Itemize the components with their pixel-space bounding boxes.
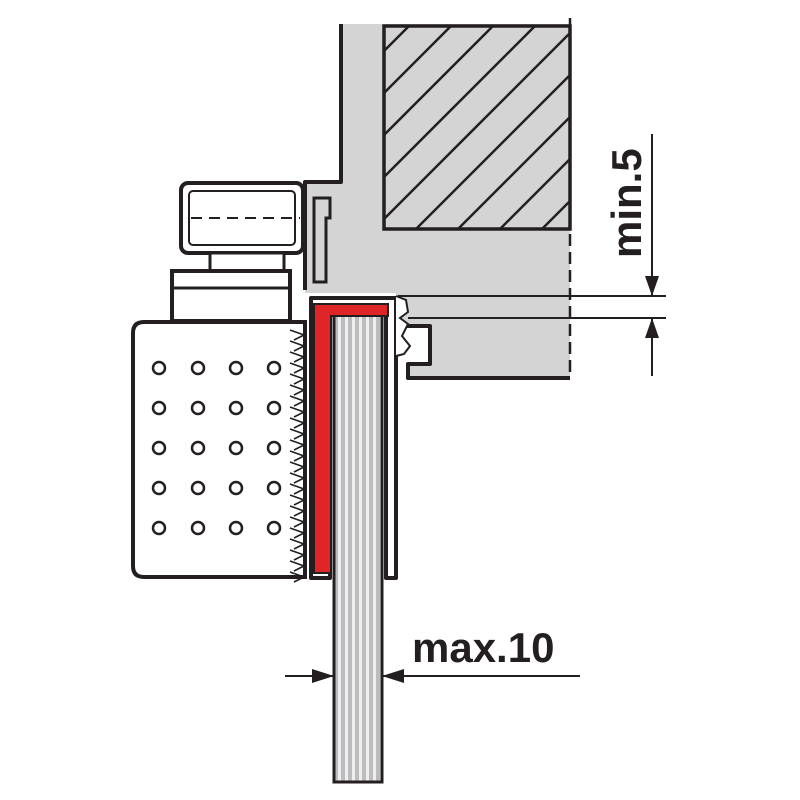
- gasket-tooth: [289, 549, 307, 561]
- arrow-left-icon: [382, 669, 404, 683]
- u-channel-profile: [309, 295, 412, 580]
- housing-hole: [228, 480, 244, 496]
- housing-hole: [266, 400, 282, 416]
- housing-hole: [151, 360, 167, 376]
- seal-lip: [395, 295, 412, 357]
- housing-hole: [151, 520, 167, 536]
- housing-hole: [266, 440, 282, 456]
- max-dimension-label: max.10: [412, 624, 554, 671]
- min-dimension-label: min.5: [603, 148, 650, 258]
- concrete-block-hatched: [382, 24, 572, 231]
- glass-stripe: [362, 312, 366, 782]
- housing-hole: [190, 480, 206, 496]
- gasket-tooth: [289, 472, 307, 484]
- gasket-tooth: [289, 461, 307, 473]
- glass-stripe: [369, 312, 373, 782]
- gasket-teeth: [289, 329, 307, 583]
- gasket-tooth: [289, 417, 307, 429]
- gasket-tooth: [289, 362, 307, 374]
- gasket-tooth: [289, 406, 307, 418]
- hatch-line: [384, 26, 452, 95]
- glass-panel: [332, 310, 384, 784]
- gasket-tooth: [289, 483, 307, 495]
- housing-hole: [228, 400, 244, 416]
- housing-hole: [266, 520, 282, 536]
- gasket-tooth: [289, 505, 307, 517]
- hatch-line: [499, 157, 570, 229]
- housing-hole: [228, 440, 244, 456]
- gasket-tooth: [289, 428, 307, 440]
- hatch-line: [384, 31, 570, 221]
- hatch-line: [415, 73, 570, 229]
- glass-stripe: [348, 312, 352, 782]
- gasket-tooth: [289, 340, 307, 352]
- gasket-tooth: [289, 439, 307, 451]
- arrow-up-icon: [645, 318, 659, 338]
- glass-stripe: [376, 312, 380, 782]
- housing-hole: [266, 480, 282, 496]
- gasket-tooth: [289, 494, 307, 506]
- glass-stripe: [355, 312, 359, 782]
- housing-hole: [228, 360, 244, 376]
- gasket-tooth: [289, 395, 307, 407]
- gasket-tooth: [289, 373, 307, 385]
- gasket-tooth: [289, 450, 307, 462]
- hatch-line: [384, 26, 494, 137]
- housing-hole: [228, 520, 244, 536]
- connector-bolt: [170, 251, 292, 323]
- housing-hole-pattern: [151, 360, 282, 536]
- housing-hole: [190, 440, 206, 456]
- gasket-tooth: [289, 384, 307, 396]
- red-gasket: [313, 303, 389, 574]
- housing-hole: [190, 400, 206, 416]
- gasket-tooth: [289, 516, 307, 528]
- housing-hole: [190, 520, 206, 536]
- gasket-tooth: [289, 527, 307, 539]
- hatch-line: [384, 26, 536, 179]
- gasket-tooth: [289, 571, 307, 583]
- dimension-min5: min.5: [398, 134, 666, 376]
- glass-stripe: [341, 312, 345, 782]
- housing-hole: [151, 440, 167, 456]
- housing-hole: [266, 360, 282, 376]
- arrow-right-icon: [312, 669, 334, 683]
- housing-hole: [151, 480, 167, 496]
- gasket-tooth: [289, 329, 307, 341]
- fitting-housing: [131, 320, 307, 583]
- housing-hole: [190, 360, 206, 376]
- glass-stripe: [334, 312, 338, 782]
- gasket-tooth: [289, 538, 307, 550]
- dimension-max10: max.10: [285, 624, 580, 690]
- gasket-tooth: [289, 560, 307, 572]
- housing-hole: [151, 400, 167, 416]
- arrow-down-icon: [645, 276, 659, 296]
- gasket-tooth: [289, 351, 307, 363]
- hatch-line: [457, 115, 570, 229]
- top-clamp-plate: [179, 181, 305, 255]
